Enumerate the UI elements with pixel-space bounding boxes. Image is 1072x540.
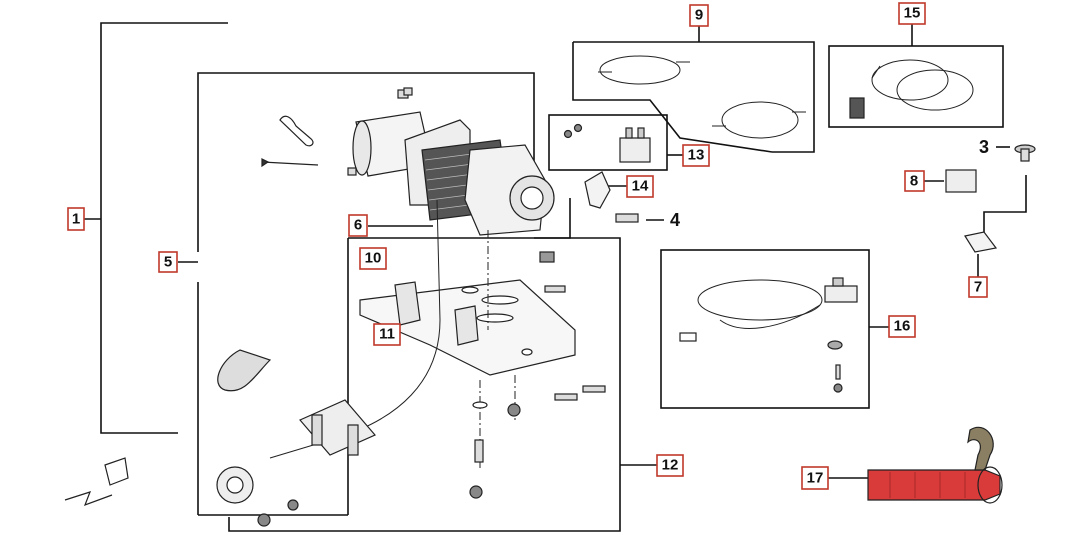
callout-7-label: 7 bbox=[974, 279, 982, 296]
bracket-lines bbox=[84, 22, 1027, 532]
cable-and-hook bbox=[216, 199, 441, 504]
callout-10-label: 10 bbox=[365, 250, 382, 267]
callout-3: 3 bbox=[975, 136, 993, 158]
callout-5-label: 5 bbox=[164, 254, 172, 271]
callout-8-label: 8 bbox=[910, 173, 918, 190]
callout-7: 7 bbox=[968, 276, 988, 298]
mounting-plate bbox=[359, 279, 576, 376]
callout-13-label: 13 bbox=[688, 147, 705, 164]
lightning-symbol-icon bbox=[64, 457, 129, 507]
tow-strap bbox=[867, 426, 1003, 504]
callout-6-label: 6 bbox=[354, 217, 362, 234]
callout-11: 11 bbox=[373, 323, 401, 346]
callout-3-label: 3 bbox=[979, 137, 989, 157]
callout-13: 13 bbox=[682, 144, 710, 167]
wiring-cables bbox=[598, 55, 974, 139]
callout-16: 16 bbox=[888, 315, 916, 338]
callout-11-label: 11 bbox=[379, 326, 395, 343]
callout-14: 14 bbox=[626, 175, 654, 198]
remote-cable-switch bbox=[679, 277, 858, 393]
callout-17-label: 17 bbox=[807, 470, 824, 487]
callout-15: 15 bbox=[898, 2, 926, 25]
callout-16-label: 16 bbox=[894, 318, 911, 335]
callout-14-label: 14 bbox=[632, 178, 649, 195]
callout-10: 10 bbox=[359, 247, 387, 270]
callout-5: 5 bbox=[158, 251, 178, 273]
callout-15-label: 15 bbox=[904, 5, 921, 22]
callout-6: 6 bbox=[348, 214, 368, 237]
callout-8: 8 bbox=[904, 170, 925, 192]
hardware-bolts bbox=[257, 230, 606, 527]
small-parts-right bbox=[563, 123, 1036, 253]
callout-1: 1 bbox=[67, 207, 85, 231]
small-parts-left bbox=[261, 115, 319, 168]
winch-illustration bbox=[347, 87, 555, 236]
callout-12: 12 bbox=[656, 454, 684, 477]
callout-1-label: 1 bbox=[72, 211, 80, 228]
callout-9: 9 bbox=[689, 4, 709, 27]
callout-9-label: 9 bbox=[695, 7, 703, 24]
callout-4-label: 4 bbox=[670, 210, 680, 230]
callout-12-label: 12 bbox=[662, 457, 679, 474]
callout-4: 4 bbox=[665, 209, 685, 231]
callout-17: 17 bbox=[801, 466, 829, 490]
